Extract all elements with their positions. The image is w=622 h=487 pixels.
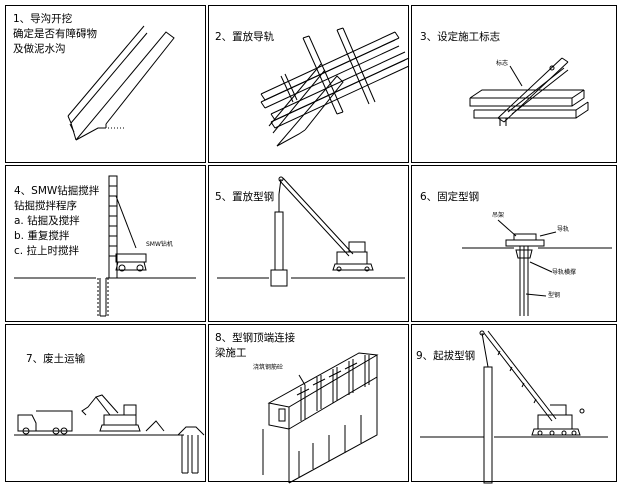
smw-rig-drawing: [6, 166, 207, 323]
mark-callout: 标志: [496, 60, 509, 67]
trench-drawing: [6, 6, 207, 164]
smw-rig-callout: SMW钻机: [146, 241, 173, 248]
steel-callout: 型钢: [548, 292, 561, 299]
step-4-line-2: 钻掘搅拌程序: [14, 200, 77, 212]
step-2-caption: 2、置放导轨: [215, 30, 274, 45]
rail-callout: 导轨: [557, 226, 570, 233]
step-1-title: 1、导沟开挖: [13, 13, 73, 25]
extract-steel-drawing: [412, 325, 618, 483]
step-8-line-2: 梁施工: [215, 347, 247, 359]
step-8-panel: 8、型钢顶端连接 梁施工 浇筑钢筋砼: [208, 324, 409, 482]
step-4-line-a: a. 钻掘及搅拌: [14, 215, 80, 227]
soil-transport-drawing: [6, 325, 207, 483]
concrete-callout: 浇筑钢筋砼: [253, 364, 284, 371]
step-1-panel: 1、导沟开挖 确定是否有障碍物 及做泥水沟: [5, 5, 206, 163]
step-7-title: 7、废土运输: [26, 353, 86, 365]
step-9-panel: 9、起拔型钢: [411, 324, 617, 482]
step-9-caption: 9、起拔型钢: [416, 349, 475, 364]
fix-steel-drawing: [412, 166, 618, 323]
step-1-line-2: 确定是否有障碍物: [13, 28, 97, 40]
step-6-title: 6、固定型钢: [420, 191, 480, 203]
step-7-panel: 7、废土运输: [5, 324, 206, 482]
marking-drawing: [412, 6, 618, 164]
step-8-caption: 8、型钢顶端连接 梁施工: [215, 331, 295, 361]
step-2-title: 2、置放导轨: [215, 31, 275, 43]
step-1-caption: 1、导沟开挖 确定是否有障碍物 及做泥水沟: [13, 12, 97, 57]
step-6-panel: 6、固定型钢 吊架 导轨 导轨横撑 型钢: [411, 165, 617, 322]
step-5-title: 5、置放型钢: [215, 191, 275, 203]
step-3-panel: 3、设定施工标志 标志: [411, 5, 617, 163]
step-7-caption: 7、废土运输: [26, 352, 85, 367]
step-5-panel: 5、置放型钢: [208, 165, 409, 322]
step-9-title: 9、起拔型钢: [416, 350, 476, 362]
step-3-caption: 3、设定施工标志: [420, 30, 500, 45]
step-8-title: 8、型钢顶端连接: [215, 332, 296, 344]
step-1-line-3: 及做泥水沟: [13, 43, 66, 55]
step-5-caption: 5、置放型钢: [215, 190, 274, 205]
step-4-panel: 4、SMW钻掘搅拌 钻掘搅拌程序 a. 钻掘及搅拌 b. 重复搅拌 c. 拉上时…: [5, 165, 206, 322]
rail-brace-callout: 导轨横撑: [552, 269, 577, 276]
guide-rail-drawing: [209, 6, 410, 164]
step-6-caption: 6、固定型钢: [420, 190, 479, 205]
step-4-title: 4、SMW钻掘搅拌: [14, 185, 100, 197]
step-4-line-c: c. 拉上时搅拌: [14, 245, 79, 257]
hanger-callout: 吊架: [492, 212, 505, 219]
step-4-line-b: b. 重复搅拌: [14, 230, 70, 242]
step-3-title: 3、设定施工标志: [420, 31, 501, 43]
step-2-panel: 2、置放导轨: [208, 5, 409, 163]
crane-place-steel-drawing: [209, 166, 410, 323]
top-beam-drawing: [209, 325, 410, 483]
step-4-caption: 4、SMW钻掘搅拌 钻掘搅拌程序 a. 钻掘及搅拌 b. 重复搅拌 c. 拉上时…: [14, 184, 99, 259]
